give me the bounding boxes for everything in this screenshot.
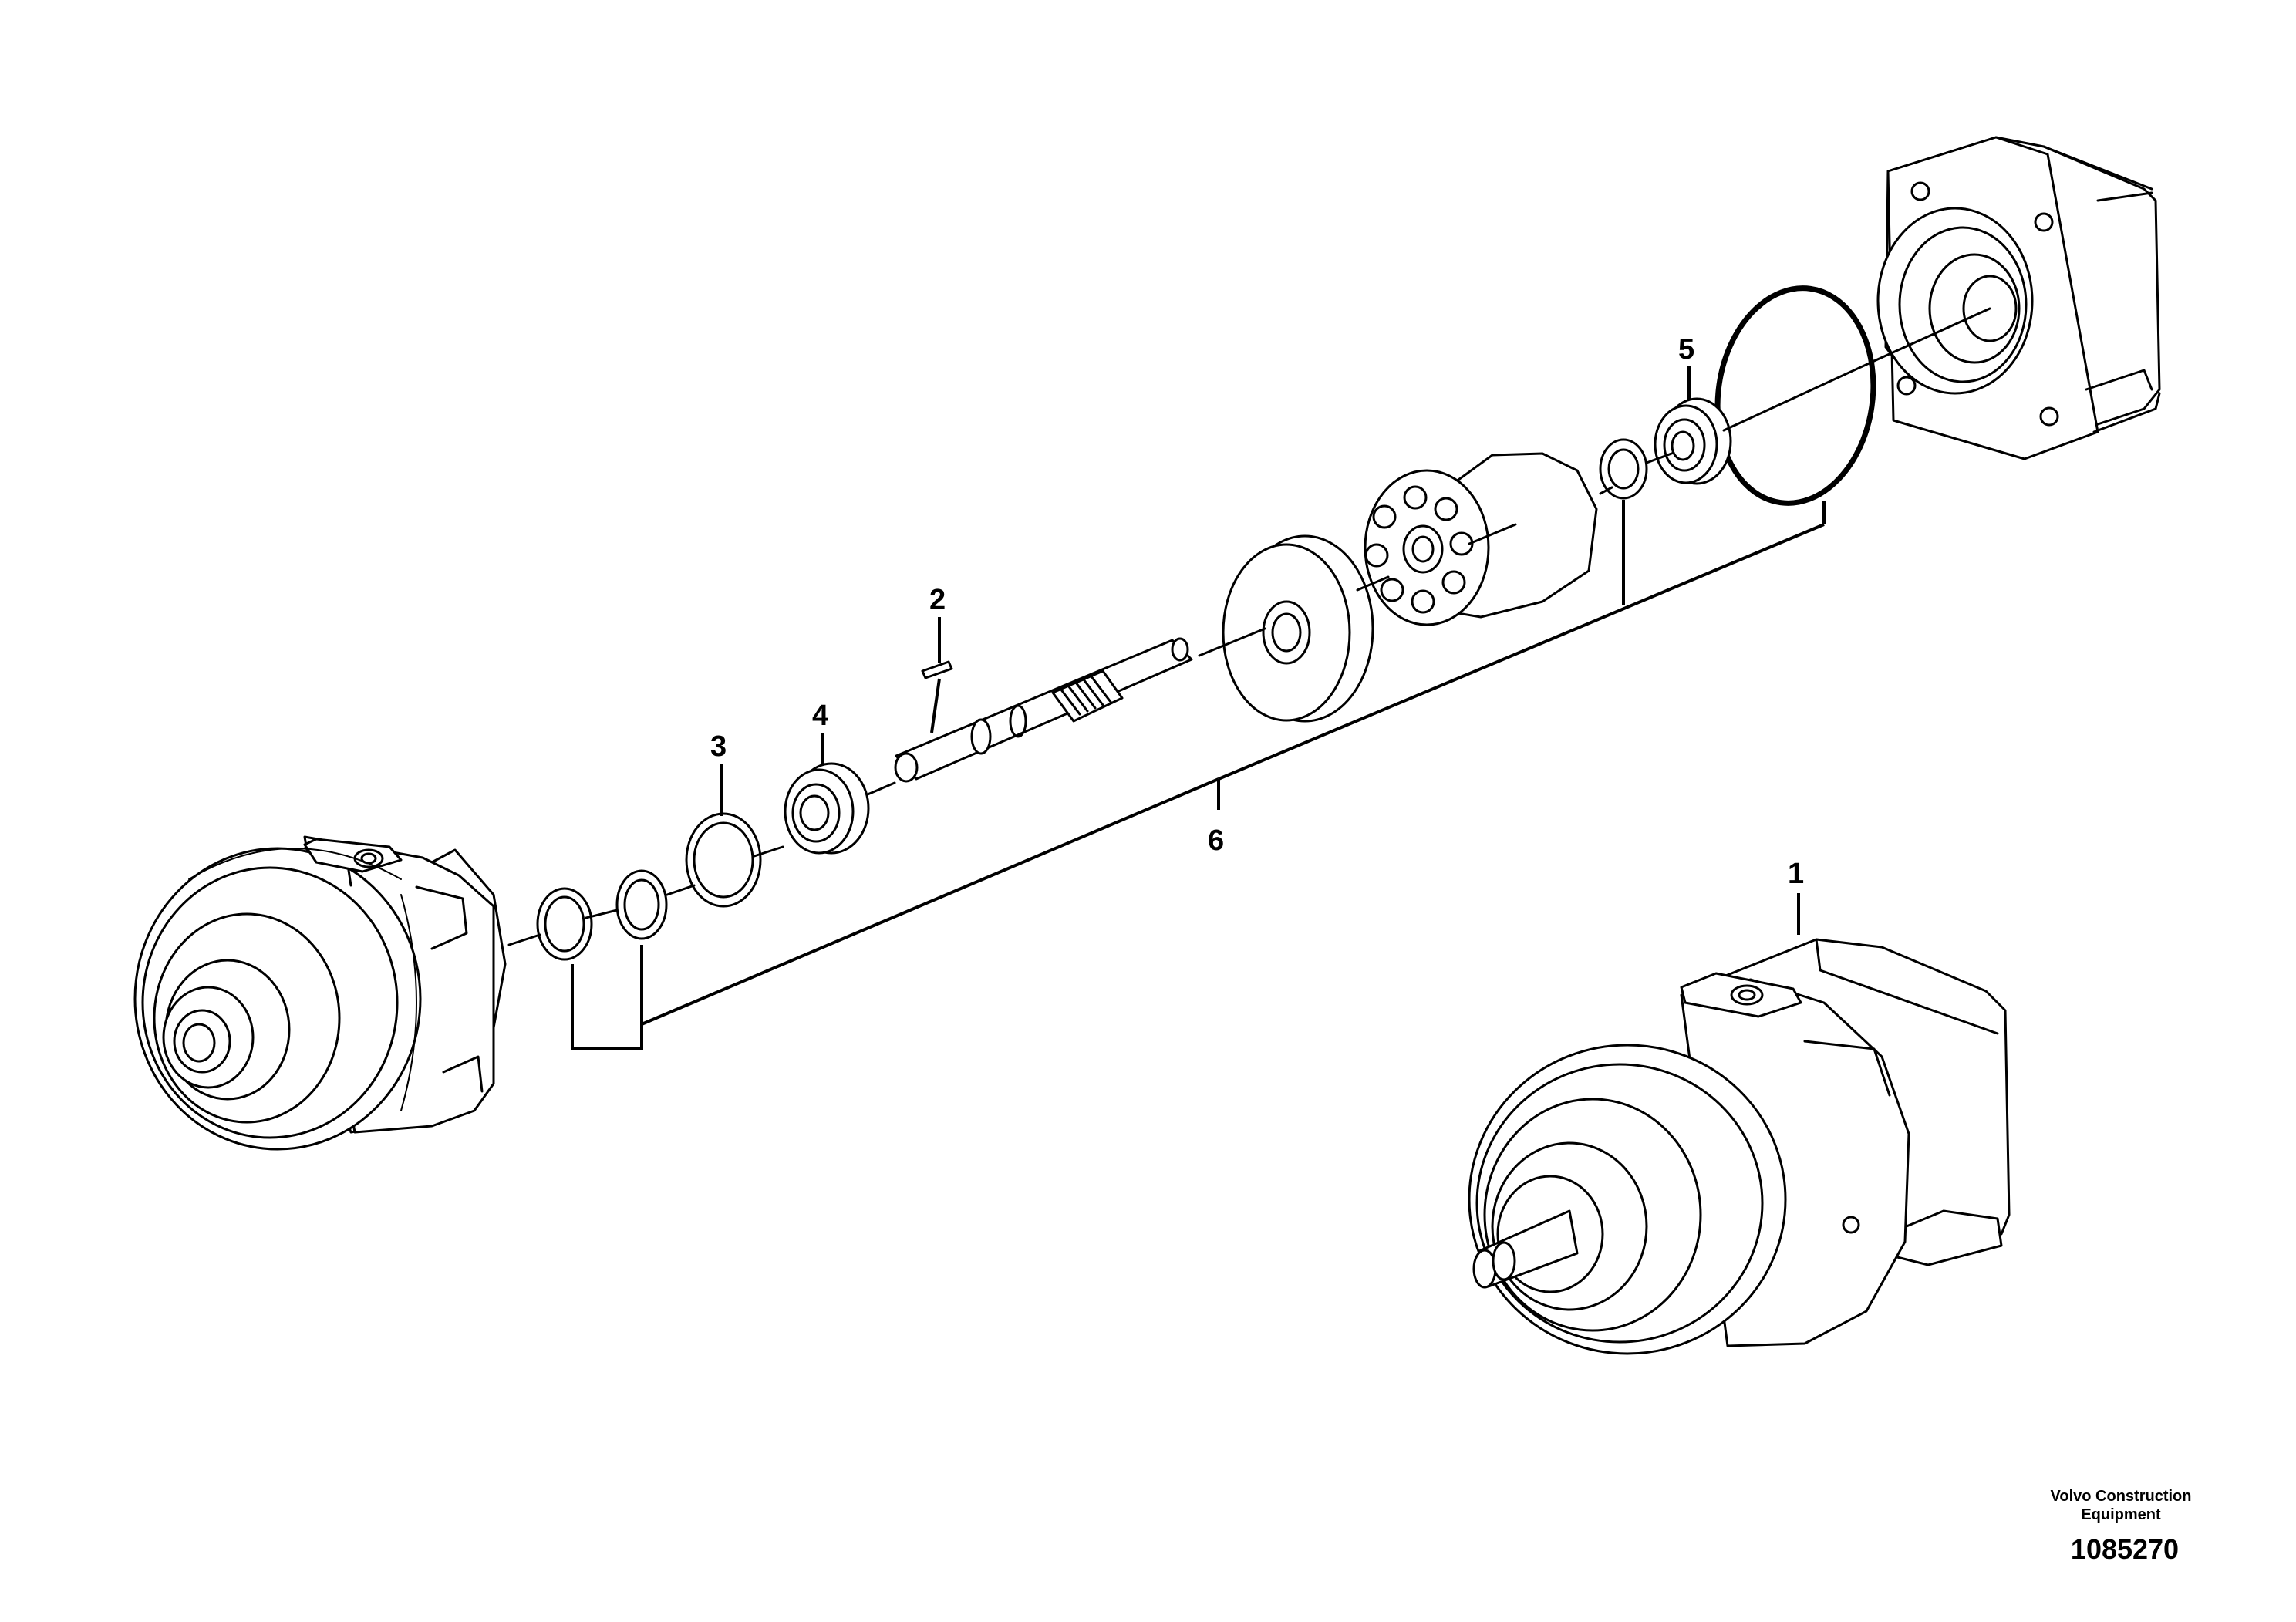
callout-4: 4 (812, 700, 828, 732)
ball-bearing-5 (1654, 397, 1732, 485)
assembly-axis (507, 307, 1991, 946)
motor-housing-left (133, 835, 507, 1151)
brand-line-2: Equipment (2081, 1506, 2161, 1523)
callout-6: 6 (1208, 824, 1224, 857)
callout-1: 1 (1788, 858, 1804, 890)
shim-3 (685, 812, 762, 908)
leader-lines (571, 366, 1826, 1050)
end-cover-right (1876, 136, 2161, 460)
callout-3: 3 (710, 730, 727, 763)
callout-5: 5 (1678, 333, 1694, 366)
callout-2: 2 (929, 584, 946, 616)
ball-bearing-4 (784, 762, 870, 855)
o-ring-large (1714, 285, 1876, 506)
hydraulic-motor-assembly (1468, 938, 2011, 1355)
brand-label: Volvo Construction Equipment (2021, 1487, 2221, 1524)
drawing-number: 1085270 (2070, 1533, 2180, 1565)
retaining-ring-right (1599, 438, 1648, 500)
seal-ring-left (536, 869, 668, 961)
cylinder-block (1364, 452, 1598, 626)
valve-plate (1222, 534, 1374, 723)
drive-shaft (894, 637, 1193, 783)
key-2 (921, 660, 953, 679)
brand-line-1: Volvo Construction (2050, 1488, 2192, 1505)
